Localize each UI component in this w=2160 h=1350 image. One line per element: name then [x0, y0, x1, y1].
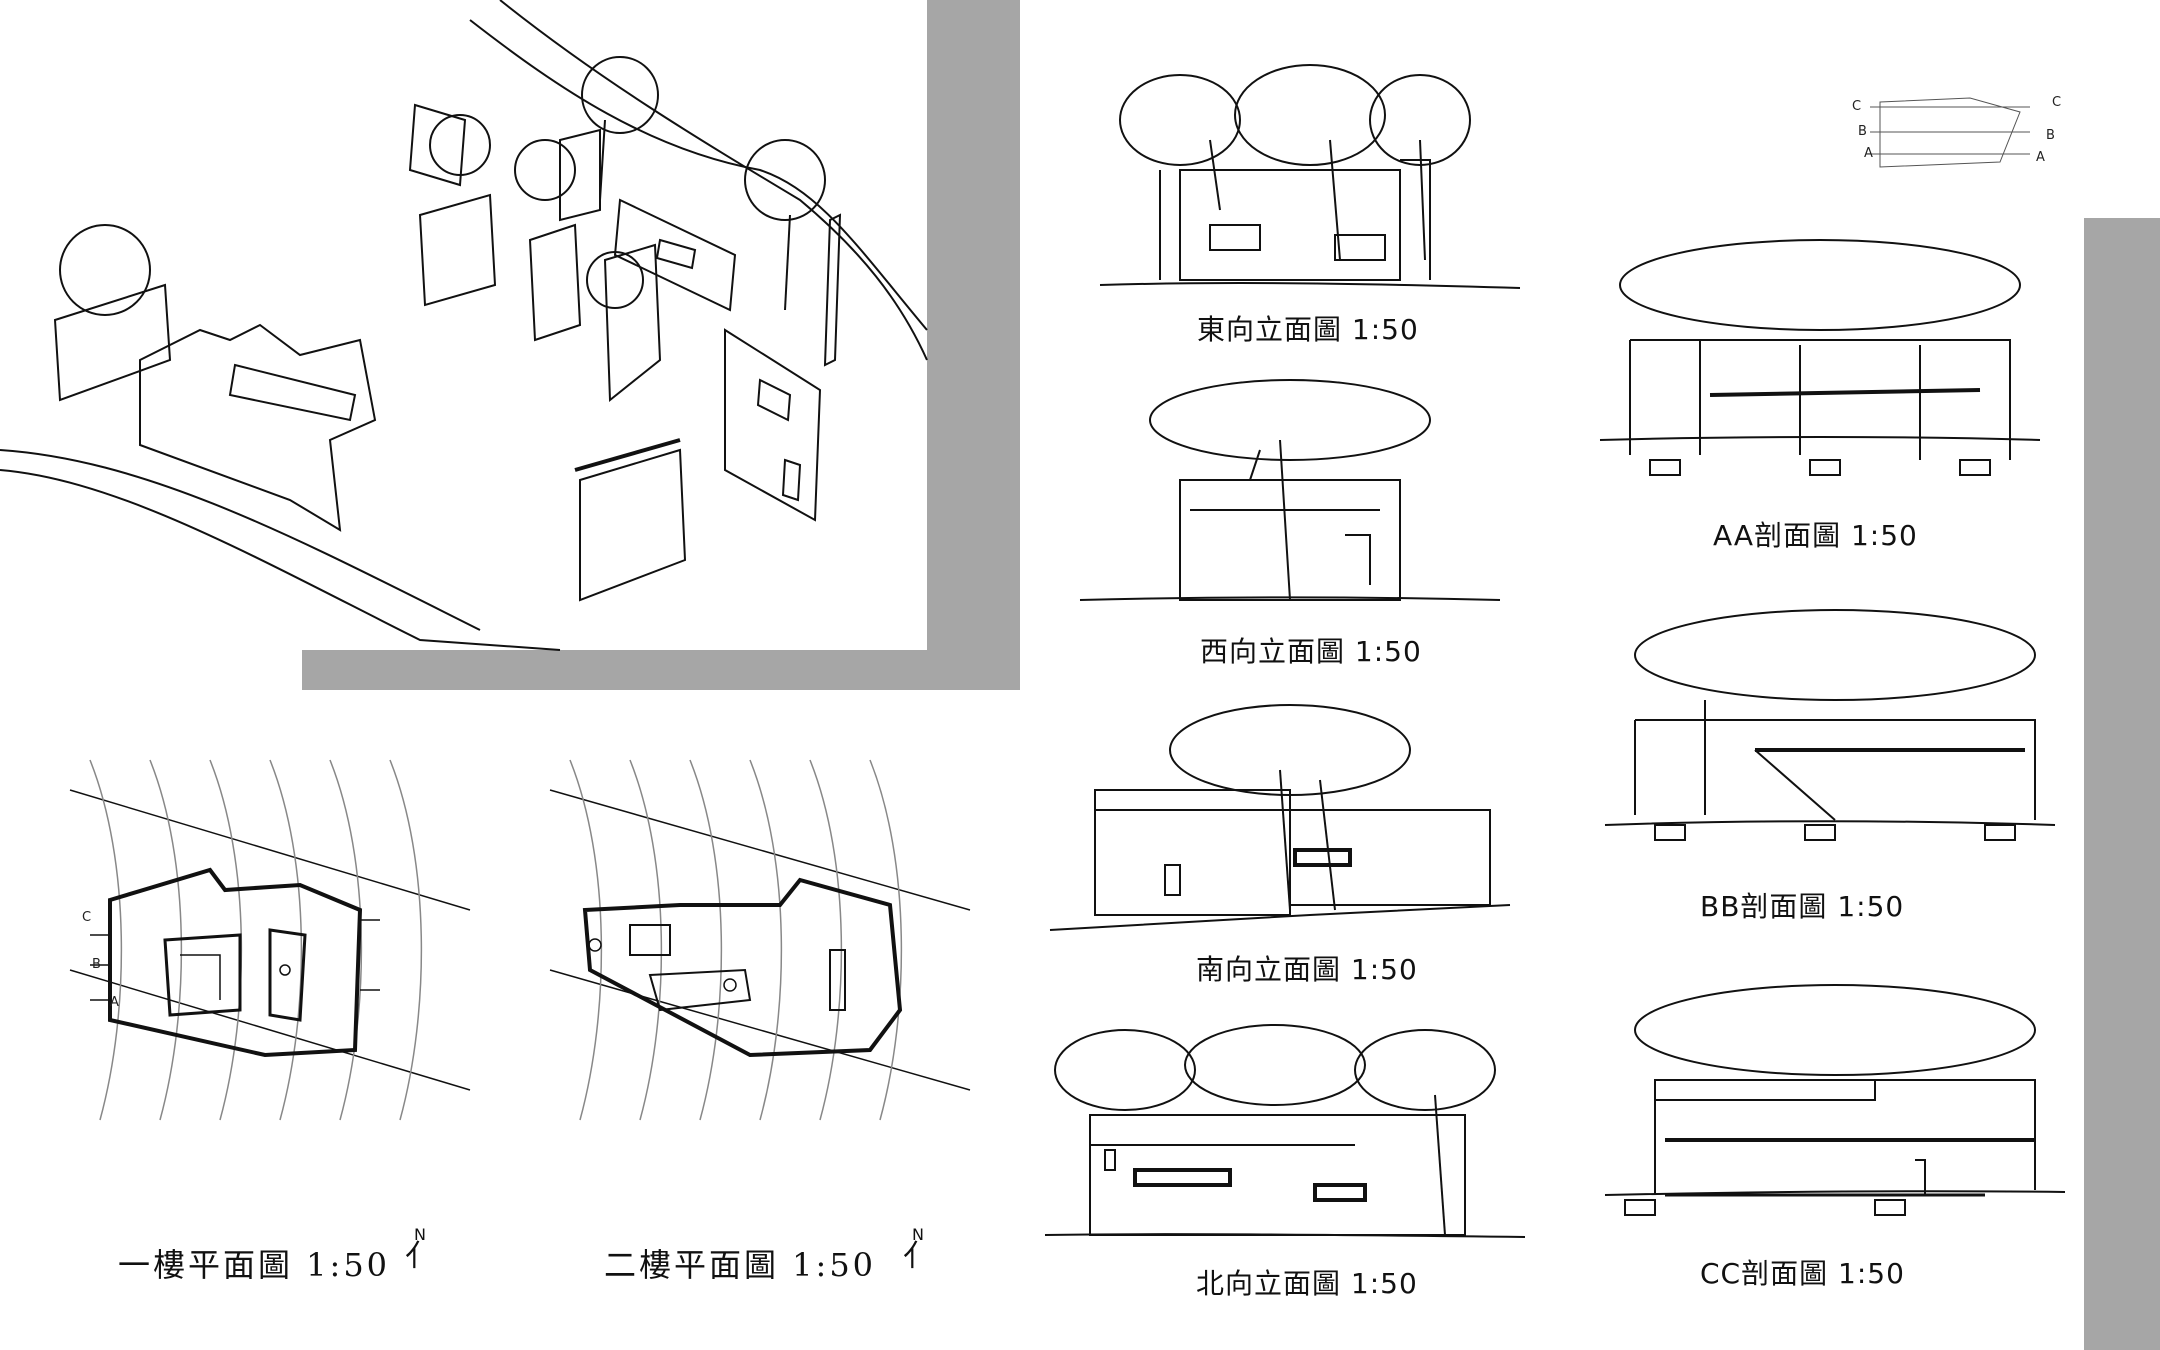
north-letter: N — [414, 1225, 426, 1244]
key-label-b-left: B — [1858, 124, 1867, 139]
section-bb-caption: BB剖面圖 1:50 — [1700, 890, 1905, 923]
section-cc — [1605, 980, 2065, 1225]
north-letter: N — [912, 1225, 924, 1244]
section-cc-caption: CC剖面圖 1:50 — [1700, 1257, 1905, 1290]
section-key-plan — [1850, 92, 2050, 177]
gray-panel-top-left — [927, 0, 1020, 690]
section-aa — [1600, 240, 2040, 480]
north-arrow-plan2: N ⺅ — [902, 1225, 934, 1274]
south-elevation — [1050, 700, 1510, 940]
north-arrow-icon: ⺅ — [405, 1239, 435, 1274]
first-floor-plan — [70, 760, 470, 1120]
gray-panel-right — [2084, 218, 2160, 1350]
key-label-c-left: C — [1852, 99, 1862, 114]
section-aa-caption: AA剖面圖 1:50 — [1713, 519, 1918, 552]
west-elevation-caption: 西向立面圖 1:50 — [1200, 635, 1422, 668]
north-elevation-caption: 北向立面圖 1:50 — [1196, 1267, 1418, 1300]
gray-panel-under-axon — [302, 650, 1020, 690]
first-floor-plan-caption: 一樓平面圖 1:50 — [118, 1246, 391, 1284]
east-elevation-caption: 東向立面圖 1:50 — [1197, 313, 1419, 346]
east-elevation — [1100, 60, 1520, 300]
key-label-a-left: A — [1864, 146, 1873, 161]
axonometric-drawing — [0, 0, 927, 650]
section-bb — [1605, 600, 2055, 850]
key-label-b-right: B — [2046, 128, 2055, 143]
west-elevation — [1080, 370, 1500, 610]
north-arrow-icon: ⺅ — [903, 1239, 933, 1274]
second-floor-plan-caption: 二樓平面圖 1:50 — [604, 1246, 877, 1284]
plan1-label-c: C — [82, 910, 92, 925]
north-arrow-plan1: N ⺅ — [404, 1225, 436, 1274]
second-floor-plan — [550, 760, 970, 1120]
key-label-c-right: C — [2052, 95, 2062, 110]
plan1-label-a: A — [110, 995, 119, 1010]
plan1-label-b: B — [92, 957, 101, 972]
south-elevation-caption: 南向立面圖 1:50 — [1196, 953, 1418, 986]
key-label-a-right: A — [2036, 150, 2045, 165]
north-elevation — [1045, 1015, 1525, 1255]
